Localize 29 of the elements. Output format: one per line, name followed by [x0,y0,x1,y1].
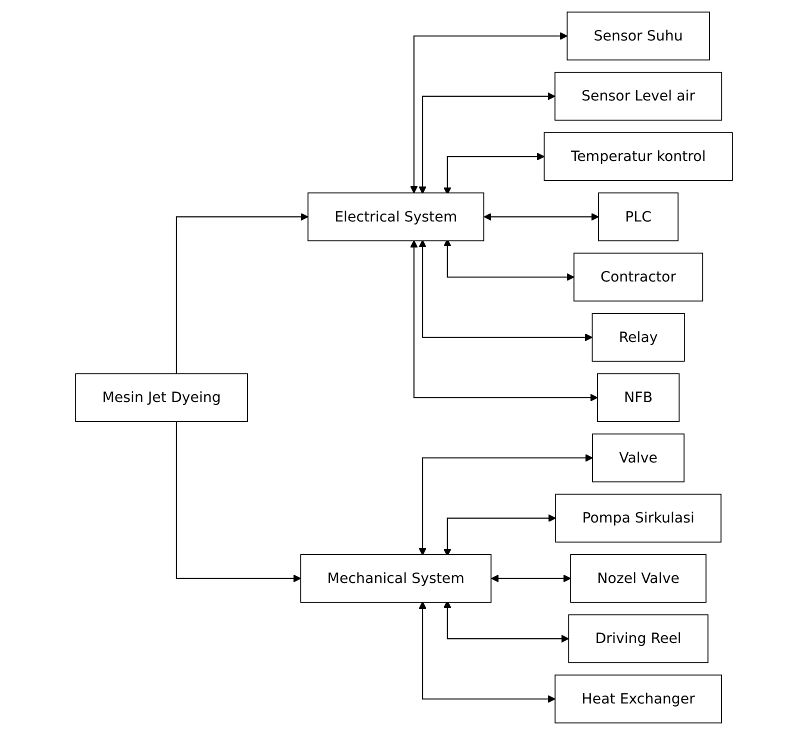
arrow [176,212,308,374]
node-box: NFB [597,373,680,422]
arrow [418,601,556,703]
node-box: Valve [592,434,685,482]
arrow [418,454,593,556]
arrow [418,240,593,342]
node-box: Nozel Valve [570,554,706,603]
node-box: Pompa Sirkulasi [555,494,722,543]
node-box: Sensor Suhu [566,12,710,60]
node-box: Mechanical System [300,554,492,603]
node-box: Sensor Level air [554,72,722,121]
arrow [410,32,568,194]
arrow [444,238,574,281]
node-box: Heat Exchanger [554,674,722,724]
arrow [410,240,598,402]
node-box: Mesin Jet Dyeing [75,373,248,422]
node-box: Electrical System [308,192,484,242]
arrow [444,514,556,556]
arrow [176,422,302,582]
arrow [444,600,570,643]
arrow [484,212,599,221]
arrow [491,574,571,582]
arrow [444,152,545,195]
node-box: Temperatur kontrol [544,132,733,181]
node-box: PLC [598,192,679,242]
arrow [418,92,556,194]
node-box: Contractor [574,252,704,302]
node-box: Driving Reel [568,614,708,664]
node-box: Relay [592,313,685,362]
